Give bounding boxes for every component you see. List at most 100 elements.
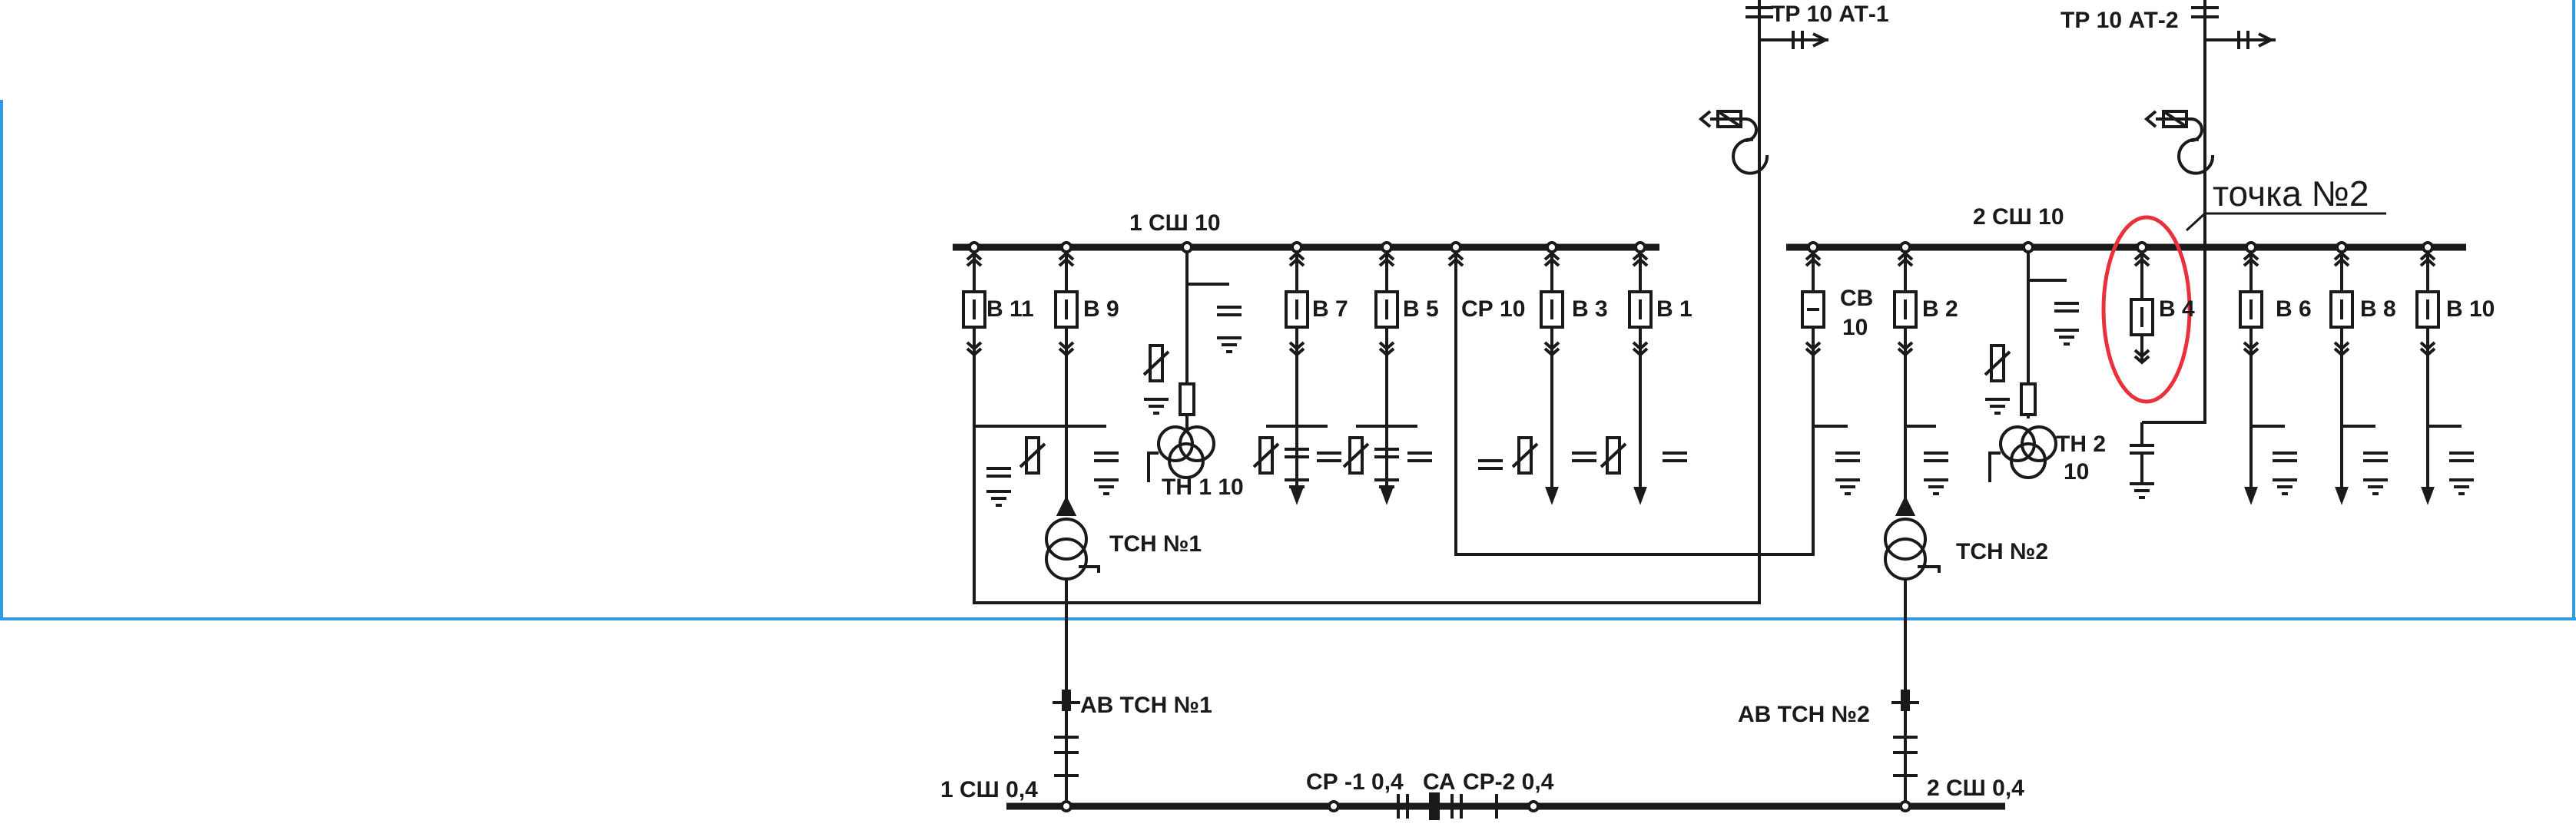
label-b1: В 1 — [1656, 296, 1692, 322]
b11-ground — [985, 490, 1013, 507]
b9-ground — [1092, 478, 1120, 495]
feeder-b10-breaker — [2415, 290, 2440, 329]
label-b4: В 4 — [2159, 296, 2195, 322]
b6-ground — [2271, 478, 2299, 495]
label-b9: В 9 — [1083, 296, 1119, 322]
feeder-b10-bus-node — [2422, 241, 2434, 253]
feeder-b10-cable-end — [2422, 487, 2434, 502]
th2-winding-c — [2010, 442, 2047, 479]
label-th1: ТН 1 10 — [1162, 475, 1244, 500]
label-b11: В 11 — [986, 296, 1034, 322]
feeder-b3-bus-node — [1546, 241, 1558, 253]
b2-cap — [1922, 452, 1950, 462]
th2-fuse — [2020, 382, 2037, 416]
label-th2-num: 10 — [2064, 459, 2089, 485]
th2-capacitor — [2053, 302, 2080, 313]
label-b5: В 5 — [1403, 296, 1439, 322]
feeder-b8-cable-end — [2336, 487, 2348, 502]
th2-arrester-ground — [1984, 398, 2011, 415]
label-b3: В 3 — [1572, 296, 1608, 322]
b8-ground — [2362, 478, 2389, 495]
feeder-b6-cable-end — [2245, 487, 2257, 502]
b3-cap — [1570, 452, 1598, 462]
label-b7: В 7 — [1312, 296, 1348, 322]
b4-ground — [2128, 482, 2156, 499]
label-cp10: СР 10 — [1461, 296, 1525, 322]
label-b8: В 8 — [2360, 296, 2396, 322]
th1-arrester-ground — [1142, 398, 1170, 415]
th2-arrester — [1984, 344, 2011, 382]
b3-arrester — [1511, 436, 1539, 475]
feeder-b8-bus-node — [2336, 241, 2348, 253]
label-av-tsn2: АВ ТСН №2 — [1738, 702, 1870, 727]
b4-cap — [2128, 444, 2156, 455]
label-tsn2: ТСН №2 — [1956, 539, 2048, 564]
th2-ground — [2053, 329, 2080, 346]
label-cp2: СР-2 0,4 — [1463, 769, 1554, 795]
label-bus-04-1: 1 СШ 0,4 — [940, 777, 1038, 802]
label-bus1: 1 СШ 10 — [1129, 210, 1221, 236]
th1-fuse — [1179, 382, 1195, 416]
cb-cap — [1834, 452, 1862, 462]
feeder-b1-cable-end — [1634, 487, 1646, 502]
b11-capacitor — [985, 467, 1013, 478]
feeder-b5-bus-node — [1381, 241, 1393, 253]
b1-cap — [1661, 452, 1689, 462]
label-point-2: точка №2 — [2213, 174, 2369, 213]
feeder-b2-bus-node — [1899, 241, 1911, 253]
label-av-tsn1: АВ ТСН №1 — [1080, 693, 1212, 718]
feeder-b6-bus-node — [2245, 241, 2257, 253]
label-b2: В 2 — [1922, 296, 1958, 322]
b11-arrester — [1019, 436, 1046, 475]
feeder-b8-breaker — [2329, 290, 2354, 329]
cp10-cap — [1477, 459, 1504, 470]
label-bus-04-2: 2 СШ 0,4 — [1927, 776, 2024, 801]
b1-arrester — [1600, 436, 1627, 475]
feeder-b11-bus-node — [968, 241, 980, 253]
b10-cap — [2448, 452, 2475, 462]
label-b6: В 6 — [2276, 296, 2312, 322]
th1-ground — [1215, 336, 1243, 353]
label-tr-at1: ТР 10 АТ-1 — [1771, 2, 1889, 27]
label-cp1: СР -1 0,4 — [1306, 769, 1404, 795]
b6-cap — [2271, 452, 2299, 462]
feeder-b1-bus-node — [1634, 241, 1646, 253]
feeder-b9-arrow — [1056, 495, 1077, 516]
label-cb-num: 10 — [1842, 315, 1868, 340]
th1-arrester — [1142, 344, 1170, 382]
th2-ground-lead — [1988, 452, 2001, 482]
th1-bus-node — [1181, 241, 1193, 253]
label-ca: СА — [1423, 769, 1456, 795]
b4-bus-node — [2136, 241, 2148, 253]
feeder-b2-arrow — [1895, 495, 1916, 516]
b7-cap-b — [1315, 452, 1343, 462]
highlight-point-2 — [2101, 215, 2192, 404]
label-tr-at2: ТР 10 АТ-2 — [2060, 8, 2179, 33]
b2-ground — [1922, 478, 1950, 495]
label-th2: ТН 2 — [2056, 432, 2106, 457]
th1-capacitor — [1215, 306, 1243, 316]
label-b10: В 10 — [2446, 296, 2495, 322]
cp10-bus-node — [1450, 241, 1462, 253]
feeder-b9-bus-node — [1060, 241, 1073, 253]
th2-bus-node — [2022, 241, 2034, 253]
th1-winding-c — [1168, 442, 1205, 479]
label-cb: СВ — [1840, 286, 1873, 311]
cb-ground — [1834, 478, 1862, 495]
b10-ground — [2448, 478, 2475, 495]
feeder-b7-bus-node — [1291, 241, 1303, 253]
th1-ground-lead — [1147, 452, 1159, 482]
b9-capacitor — [1092, 452, 1120, 462]
label-bus2: 2 СШ 10 — [1973, 204, 2064, 230]
b5-cap-b — [1406, 452, 1434, 462]
b7-arrester — [1252, 436, 1280, 475]
b5-arrester — [1342, 436, 1370, 475]
point-2-leader — [2185, 212, 2206, 232]
cb-breaker — [1801, 290, 1825, 329]
feeder-b3-cable-end — [1546, 487, 1558, 502]
label-tsn1: ТСН №1 — [1109, 531, 1202, 557]
cb-bus-node — [1807, 241, 1819, 253]
b8-cap — [2362, 452, 2389, 462]
